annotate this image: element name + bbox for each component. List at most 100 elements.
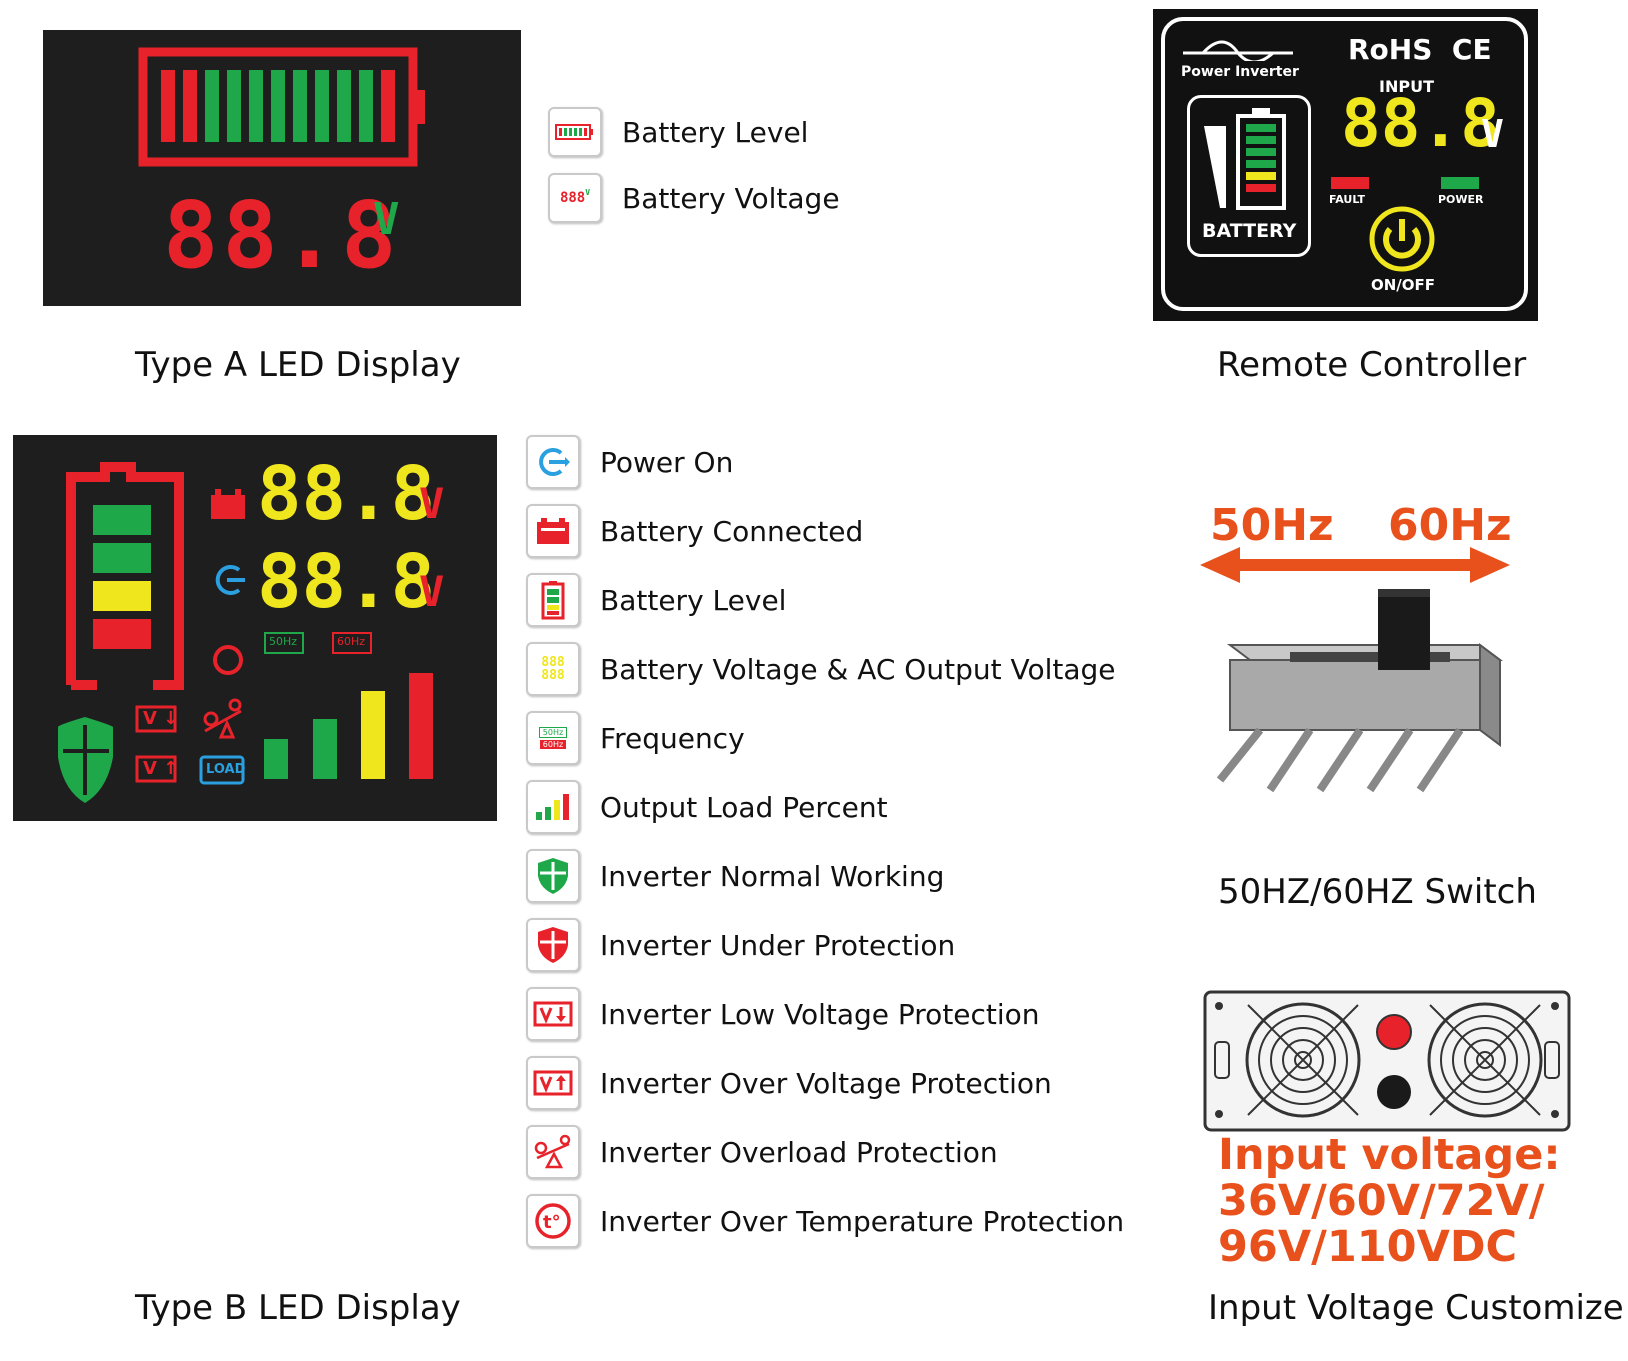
input-voltage-line3: 96V/110VDC (1218, 1222, 1518, 1272)
input-voltage-line2: 36V/60V/72V/ (1218, 1176, 1545, 1226)
arrow-up-icon: ↑ (156, 758, 179, 779)
legend-b-row: Battery Level (526, 572, 786, 628)
type-a-led-display: 88.8 V (43, 30, 521, 306)
green-shield-icon (526, 849, 580, 903)
voltage-digits-icon: 888 888 (526, 642, 580, 696)
legend-b-row: Inverter Under Protection (526, 917, 955, 973)
remote-certs: RoHS CE (1348, 33, 1492, 66)
legend-a-battery-level: Battery Level (548, 107, 808, 157)
legend-b-row: Inverter Over Voltage Protection (526, 1055, 1052, 1111)
battery-level-icon (526, 573, 580, 627)
vlow-letter: V (143, 708, 157, 729)
icon-60hz: 60Hz (539, 740, 567, 749)
remote-voltage-unit: V (1481, 112, 1504, 156)
remote-onoff-label: ON/OFF (1371, 276, 1436, 294)
caption-type-a: Type A LED Display (135, 345, 461, 385)
power-button-icon[interactable] (1365, 205, 1439, 273)
type-b-60hz: 60Hz (337, 635, 366, 648)
caption-switch: 50HZ/60HZ Switch (1218, 872, 1537, 912)
frequency-icon: 50Hz 60Hz (526, 711, 580, 765)
remote-power-label: POWER (1438, 193, 1484, 206)
remote-battery-label: BATTERY (1202, 220, 1297, 242)
legend-b-label: Output Load Percent (600, 790, 888, 824)
switch-freq-right: 60Hz (1388, 500, 1512, 551)
fan-left-icon (1245, 1002, 1361, 1118)
over-temperature-icon: t° (526, 1194, 580, 1248)
battery-connected-icon (526, 504, 580, 558)
legend-b-label: Power On (600, 445, 734, 479)
type-b-voltage-bottom: 88.8 (257, 539, 436, 625)
type-b-load-label: LOAD (206, 762, 246, 777)
remote-controller: Power Inverter RoHS CE INPUT 88.8 V BATT… (1153, 9, 1538, 321)
legend-b-label: Battery Voltage & AC Output Voltage (600, 652, 1116, 686)
legend-b-row: 888 888 Battery Voltage & AC Output Volt… (526, 641, 1116, 697)
remote-fault-label: FAULT (1329, 193, 1366, 206)
type-a-voltage-unit: V (373, 194, 400, 245)
icon-digits: 888 (541, 655, 565, 670)
low-voltage-icon (526, 987, 580, 1041)
input-voltage-text: Input voltage: 36V/60V/72V/ 96V/110VDC (1218, 1132, 1561, 1270)
icon-digits: 888 (559, 190, 586, 206)
caption-input-voltage: Input Voltage Customize (1208, 1288, 1624, 1328)
remote-voltage-digits: 88.8 (1341, 85, 1500, 162)
legend-b-label: Frequency (600, 721, 745, 755)
fault-led (1331, 177, 1369, 189)
overload-icon (526, 1125, 580, 1179)
type-b-voltage-top: 88.8 (257, 451, 436, 537)
legend-b-row: Inverter Normal Working (526, 848, 944, 904)
legend-b-row: Battery Connected (526, 503, 863, 559)
icon-digits: 888 (541, 668, 565, 683)
legend-b-row: Power On (526, 434, 733, 490)
slide-switch-illustration (1200, 547, 1510, 793)
legend-b-row: 50Hz 60Hz Frequency (526, 710, 745, 766)
arrow-down-icon: ↓ (156, 708, 179, 729)
svg-text:t°: t° (543, 1212, 561, 1233)
type-b-graphics (58, 462, 433, 803)
type-b-vhigh: V ↑ (143, 758, 178, 779)
type-a-battery-icon (138, 47, 425, 167)
power-led (1441, 177, 1479, 189)
remote-brand: Power Inverter (1181, 64, 1299, 80)
remote-frame (1161, 17, 1528, 311)
legend-b-row: Output Load Percent (526, 779, 888, 835)
input-voltage-line1: Input voltage: (1218, 1130, 1561, 1180)
legend-b-label: Battery Level (600, 583, 787, 617)
legend-b-label: Battery Connected (600, 514, 864, 548)
legend-b-row: Inverter Low Voltage Protection (526, 986, 1040, 1042)
remote-battery-box: BATTERY (1187, 95, 1311, 257)
over-voltage-icon (526, 1056, 580, 1110)
remote-input-label: INPUT (1379, 77, 1434, 96)
type-b-led-display: 88.8 V 88.8 V 50Hz 60Hz LOAD V ↓ V ↑ (13, 435, 497, 821)
remote-battery-icon (1204, 108, 1286, 210)
legend-b-label: Inverter Low Voltage Protection (600, 997, 1040, 1031)
switch-freq-left: 50Hz (1210, 500, 1334, 551)
icon-50hz: 50Hz (538, 727, 568, 738)
legend-a-battery-voltage: 888 V Battery Voltage (548, 173, 840, 223)
red-shield-icon (526, 918, 580, 972)
vhigh-letter: V (143, 758, 157, 779)
caption-type-b: Type B LED Display (135, 1288, 461, 1328)
inverter-panel-illustration (1203, 990, 1571, 1132)
load-bars-icon (526, 780, 580, 834)
battery-level-icon (548, 107, 602, 157)
legend-b-label: Inverter Normal Working (600, 859, 945, 893)
battery-voltage-icon: 888 V (548, 173, 602, 223)
slide-switch-icon (1216, 589, 1503, 793)
caption-remote: Remote Controller (1217, 345, 1527, 385)
legend-b-label: Inverter Over Voltage Protection (600, 1066, 1052, 1100)
legend-b-label: Inverter Over Temperature Protection (600, 1204, 1125, 1238)
legend-b-label: Inverter Overload Protection (600, 1135, 998, 1169)
legend-b-row: Inverter Overload Protection (526, 1124, 998, 1180)
type-a-voltage-digits: 88.8 (163, 182, 401, 289)
legend-a-label: Battery Voltage (622, 181, 840, 215)
double-arrow-icon (1200, 547, 1510, 583)
type-b-vlow: V ↓ (143, 708, 178, 729)
legend-a-label: Battery Level (622, 115, 809, 149)
type-b-unit-bottom: V (419, 567, 445, 616)
sine-wave-logo-icon (1183, 40, 1293, 61)
type-b-50hz: 50Hz (269, 635, 298, 648)
legend-b-row: t° Inverter Over Temperature Protection (526, 1193, 1124, 1249)
type-b-unit-top: V (419, 479, 445, 528)
icon-unit: V (585, 188, 591, 197)
legend-b-label: Inverter Under Protection (600, 928, 956, 962)
